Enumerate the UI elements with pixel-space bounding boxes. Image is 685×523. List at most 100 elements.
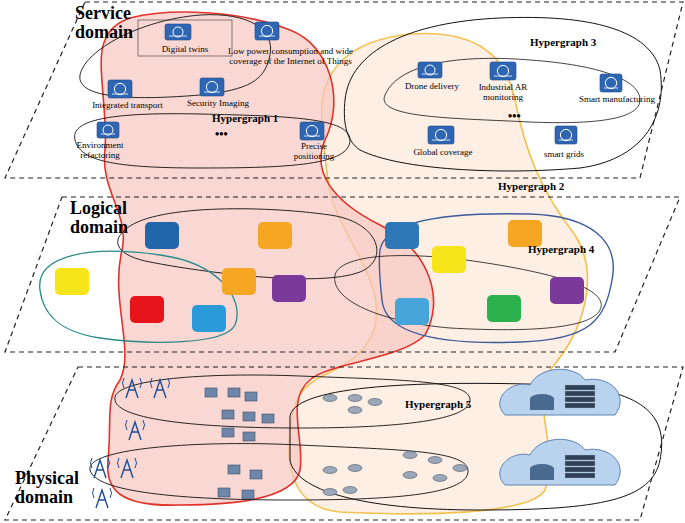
- logical-block: [272, 275, 306, 302]
- item-label: Security Imaging: [178, 98, 258, 108]
- service-icon: [165, 24, 191, 40]
- cloud-symbol: [500, 439, 620, 485]
- item-label: Global coverage: [403, 147, 483, 157]
- switch-symbol: [205, 388, 217, 397]
- service-icon: [555, 126, 577, 144]
- service-icon: [97, 122, 119, 138]
- ellipsis-mark: •••: [508, 110, 521, 122]
- logical-block: [487, 295, 521, 322]
- service-icon: [108, 80, 132, 98]
- icon-glyph: [560, 129, 571, 140]
- domain-plane: Service domainDigital twinsLow power con…: [0, 0, 685, 182]
- service-item: Precise positioning: [288, 141, 340, 161]
- router-symbol: [433, 475, 447, 482]
- icon-glyph: [432, 140, 450, 141]
- tower-waves: [91, 458, 110, 468]
- item-label: Environment refactoring: [70, 140, 130, 160]
- service-icon: [490, 62, 516, 80]
- tower-waves: [93, 488, 112, 498]
- icon-glyph: [604, 88, 618, 89]
- ellipsis-mark: •••: [215, 128, 228, 140]
- icon-glyph: [605, 77, 616, 88]
- icon-glyph: [114, 83, 125, 94]
- icon-glyph: [559, 140, 573, 141]
- icon-glyph: [494, 76, 512, 77]
- item-label: Integrated transport: [85, 100, 170, 110]
- tower-waves: [118, 458, 137, 468]
- service-item: Environment refactoring: [70, 140, 130, 160]
- logical-block: [395, 298, 429, 325]
- logical-block: [258, 222, 292, 249]
- switch-symbol: [222, 428, 234, 437]
- service-icon: [428, 126, 454, 144]
- router-symbol: [343, 487, 357, 494]
- router-symbol: [348, 407, 362, 414]
- router-symbol: [368, 399, 382, 406]
- icon-glyph: [306, 125, 317, 136]
- logical-block: [130, 296, 164, 323]
- tower-waves: [123, 378, 142, 388]
- server-symbol: [565, 385, 595, 390]
- service-item: Smart manufacturing: [568, 94, 666, 104]
- tower-waves: [151, 378, 170, 388]
- tower-symbol: [96, 490, 108, 508]
- router-symbol: [323, 489, 337, 496]
- switch-symbol: [245, 392, 257, 401]
- icon-glyph: [261, 25, 272, 36]
- router-symbol: [323, 467, 337, 474]
- hypergraph-label: Hypergraph 1: [212, 112, 278, 124]
- item-label: Low power consumption and wide coverage …: [228, 46, 353, 66]
- logical-block: [192, 305, 226, 332]
- service-item: Low power consumption and wide coverage …: [228, 46, 353, 66]
- icon-glyph: [425, 65, 435, 75]
- service-icon: [418, 62, 442, 78]
- service-item: Digital twins: [140, 44, 230, 54]
- service-item: Drone delivery: [393, 81, 471, 91]
- switch-symbol: [218, 488, 230, 497]
- icon-glyph: [103, 125, 113, 135]
- hypergraph-outline: [40, 251, 237, 342]
- item-label: Smart manufacturing: [568, 94, 666, 104]
- storage-symbol: [530, 468, 554, 480]
- service-item: Security Imaging: [178, 98, 258, 108]
- logical-block: [222, 268, 256, 295]
- hypergraph-outline: [335, 256, 602, 330]
- item-label: Precise positioning: [288, 141, 340, 161]
- service-icon: [255, 22, 279, 40]
- router-symbol: [323, 395, 337, 402]
- hypergraph-label: Hypergraph 4: [528, 243, 594, 255]
- service-item: smart grids: [528, 149, 600, 159]
- switch-symbol: [228, 388, 240, 397]
- switch-symbol: [243, 432, 255, 441]
- icon-glyph: [112, 94, 128, 95]
- hypergraph-outline: [90, 444, 468, 500]
- plane-border: [5, 367, 683, 520]
- logical-block: [432, 246, 466, 273]
- icon-glyph: [101, 134, 115, 135]
- domain-title: Service domain: [75, 4, 170, 42]
- router-symbol: [348, 465, 362, 472]
- icon-glyph: [304, 136, 320, 137]
- server-symbol: [565, 455, 595, 460]
- domain-title: Physical domain: [15, 469, 110, 507]
- hypergraph-outline: [384, 58, 640, 122]
- tower-symbol: [154, 380, 166, 398]
- switch-symbol: [262, 414, 274, 423]
- router-symbol: [453, 465, 467, 472]
- plane-border: [5, 197, 680, 352]
- switch-symbol: [243, 412, 255, 421]
- service-item: Integrated transport: [85, 100, 170, 110]
- switch-symbol: [242, 490, 254, 499]
- server-symbol: [565, 473, 595, 478]
- service-icon: [600, 74, 622, 92]
- item-label: Drone delivery: [393, 81, 471, 91]
- tower-symbol: [94, 460, 106, 478]
- service-item: Global coverage: [403, 147, 483, 157]
- logical-block: [145, 222, 179, 249]
- server-symbol: [565, 397, 595, 402]
- service-item: Industrial AR monitoring: [458, 82, 548, 102]
- item-label: Digital twins: [140, 44, 230, 54]
- router-symbol: [403, 452, 417, 459]
- icon-glyph: [435, 129, 446, 140]
